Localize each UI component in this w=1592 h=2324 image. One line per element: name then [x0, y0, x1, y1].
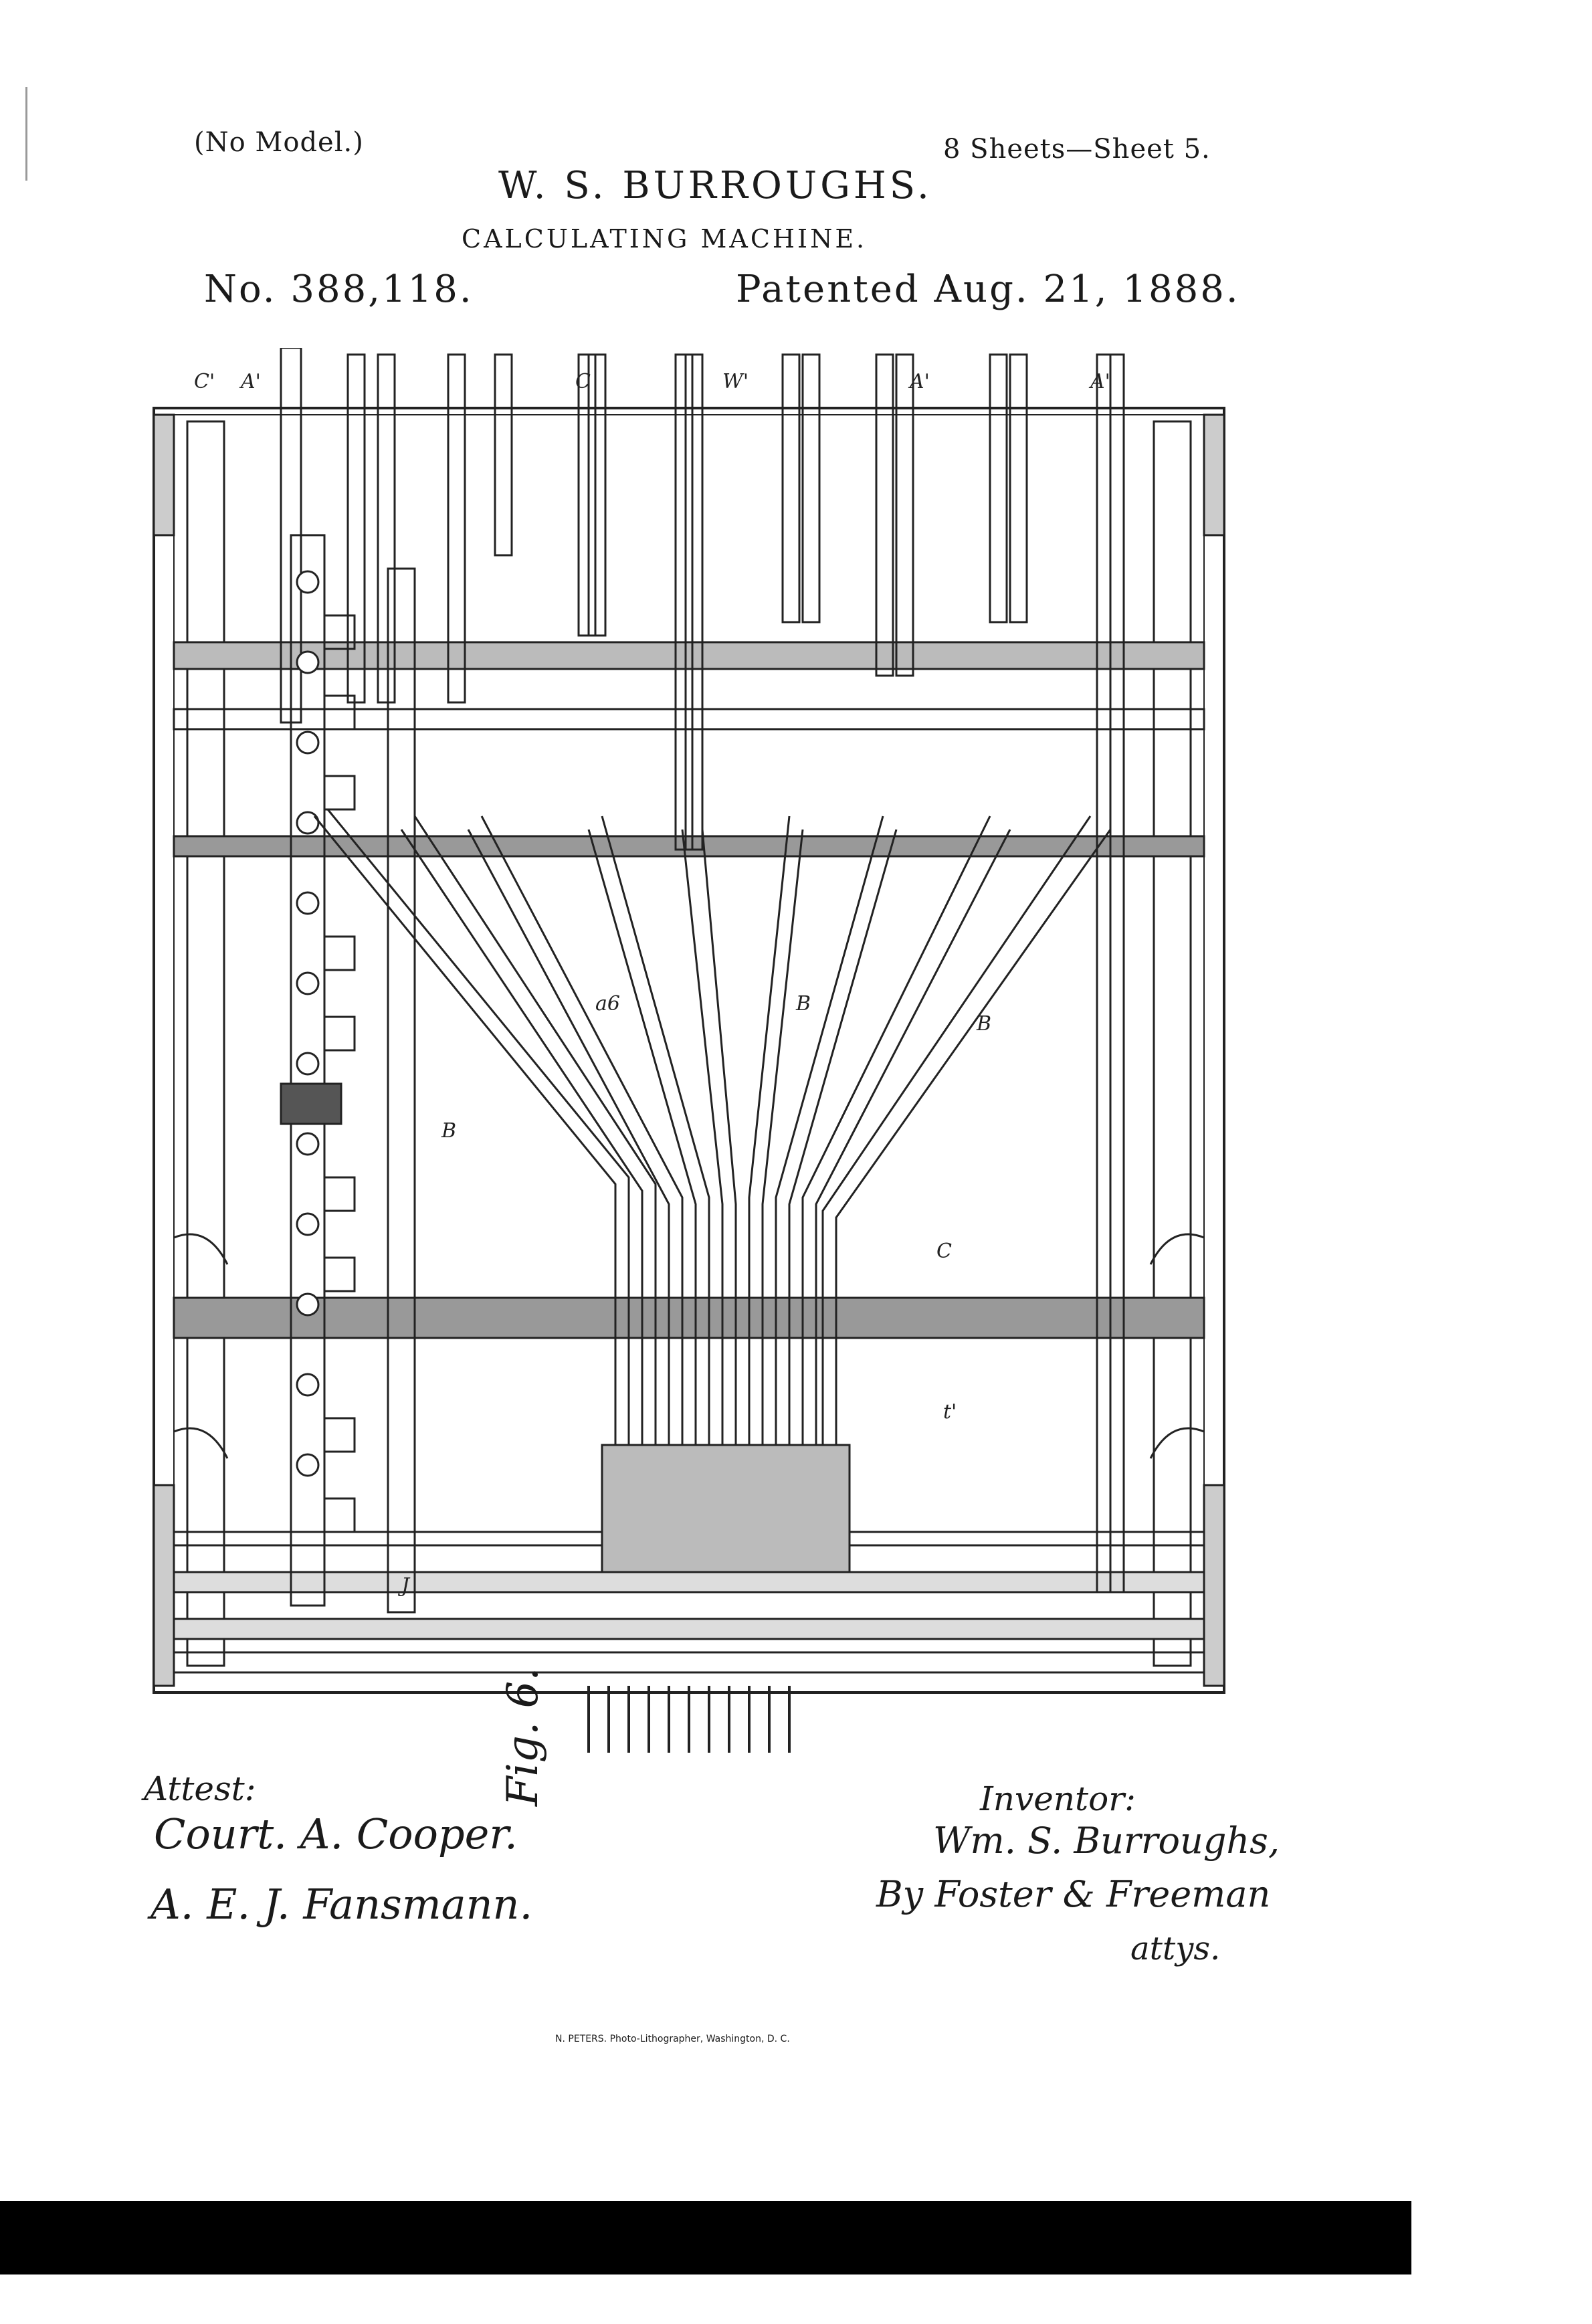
ref-label: B: [795, 992, 811, 1015]
attorney-line: By Foster & Freeman: [876, 1873, 1271, 1915]
ref-label: B: [976, 1012, 991, 1036]
sheet-note: 8 Sheets—Sheet 5.: [943, 134, 1211, 165]
witness-2-signature: A. E. J. Fansmann.: [151, 1880, 533, 1929]
ref-label: t': [943, 1400, 957, 1424]
ref-label: A': [908, 370, 930, 393]
witness-1-signature: Court. A. Cooper.: [154, 1810, 518, 1858]
ref-label: C: [575, 370, 591, 393]
ref-label: C': [194, 370, 215, 393]
margin-mark: [25, 87, 27, 181]
attest-heading: Attest:: [144, 1769, 256, 1808]
invention-title: CALCULATING MACHINE.: [462, 224, 868, 254]
ref-label: a6: [595, 992, 620, 1015]
ref-label: A': [239, 370, 261, 393]
model-note: (No Model.): [194, 127, 364, 158]
ref-label: A': [1088, 370, 1110, 393]
ref-label: W': [722, 370, 749, 393]
ref-label: B: [441, 1119, 456, 1143]
printer-credit: N. PETERS. Photo-Lithographer, Washingto…: [555, 2034, 790, 2044]
figure-label: Fig. 6.: [498, 1667, 548, 1806]
patent-drawing: C' A' C W' A' A' a6 B B B C t' J: [153, 348, 1225, 1753]
patent-date: Patented Aug. 21, 1888.: [736, 268, 1240, 311]
inventor-heading: Inventor:: [980, 1779, 1136, 1818]
patent-number: No. 388,118.: [204, 268, 474, 311]
scan-border-bar: [0, 2201, 1411, 2274]
attys-label: attys.: [1130, 1930, 1221, 1967]
inventor-name: W. S. BURROUGHS.: [498, 164, 932, 207]
ref-label: C: [936, 1240, 952, 1263]
inventor-signature: Wm. S. Burroughs,: [933, 1820, 1280, 1862]
